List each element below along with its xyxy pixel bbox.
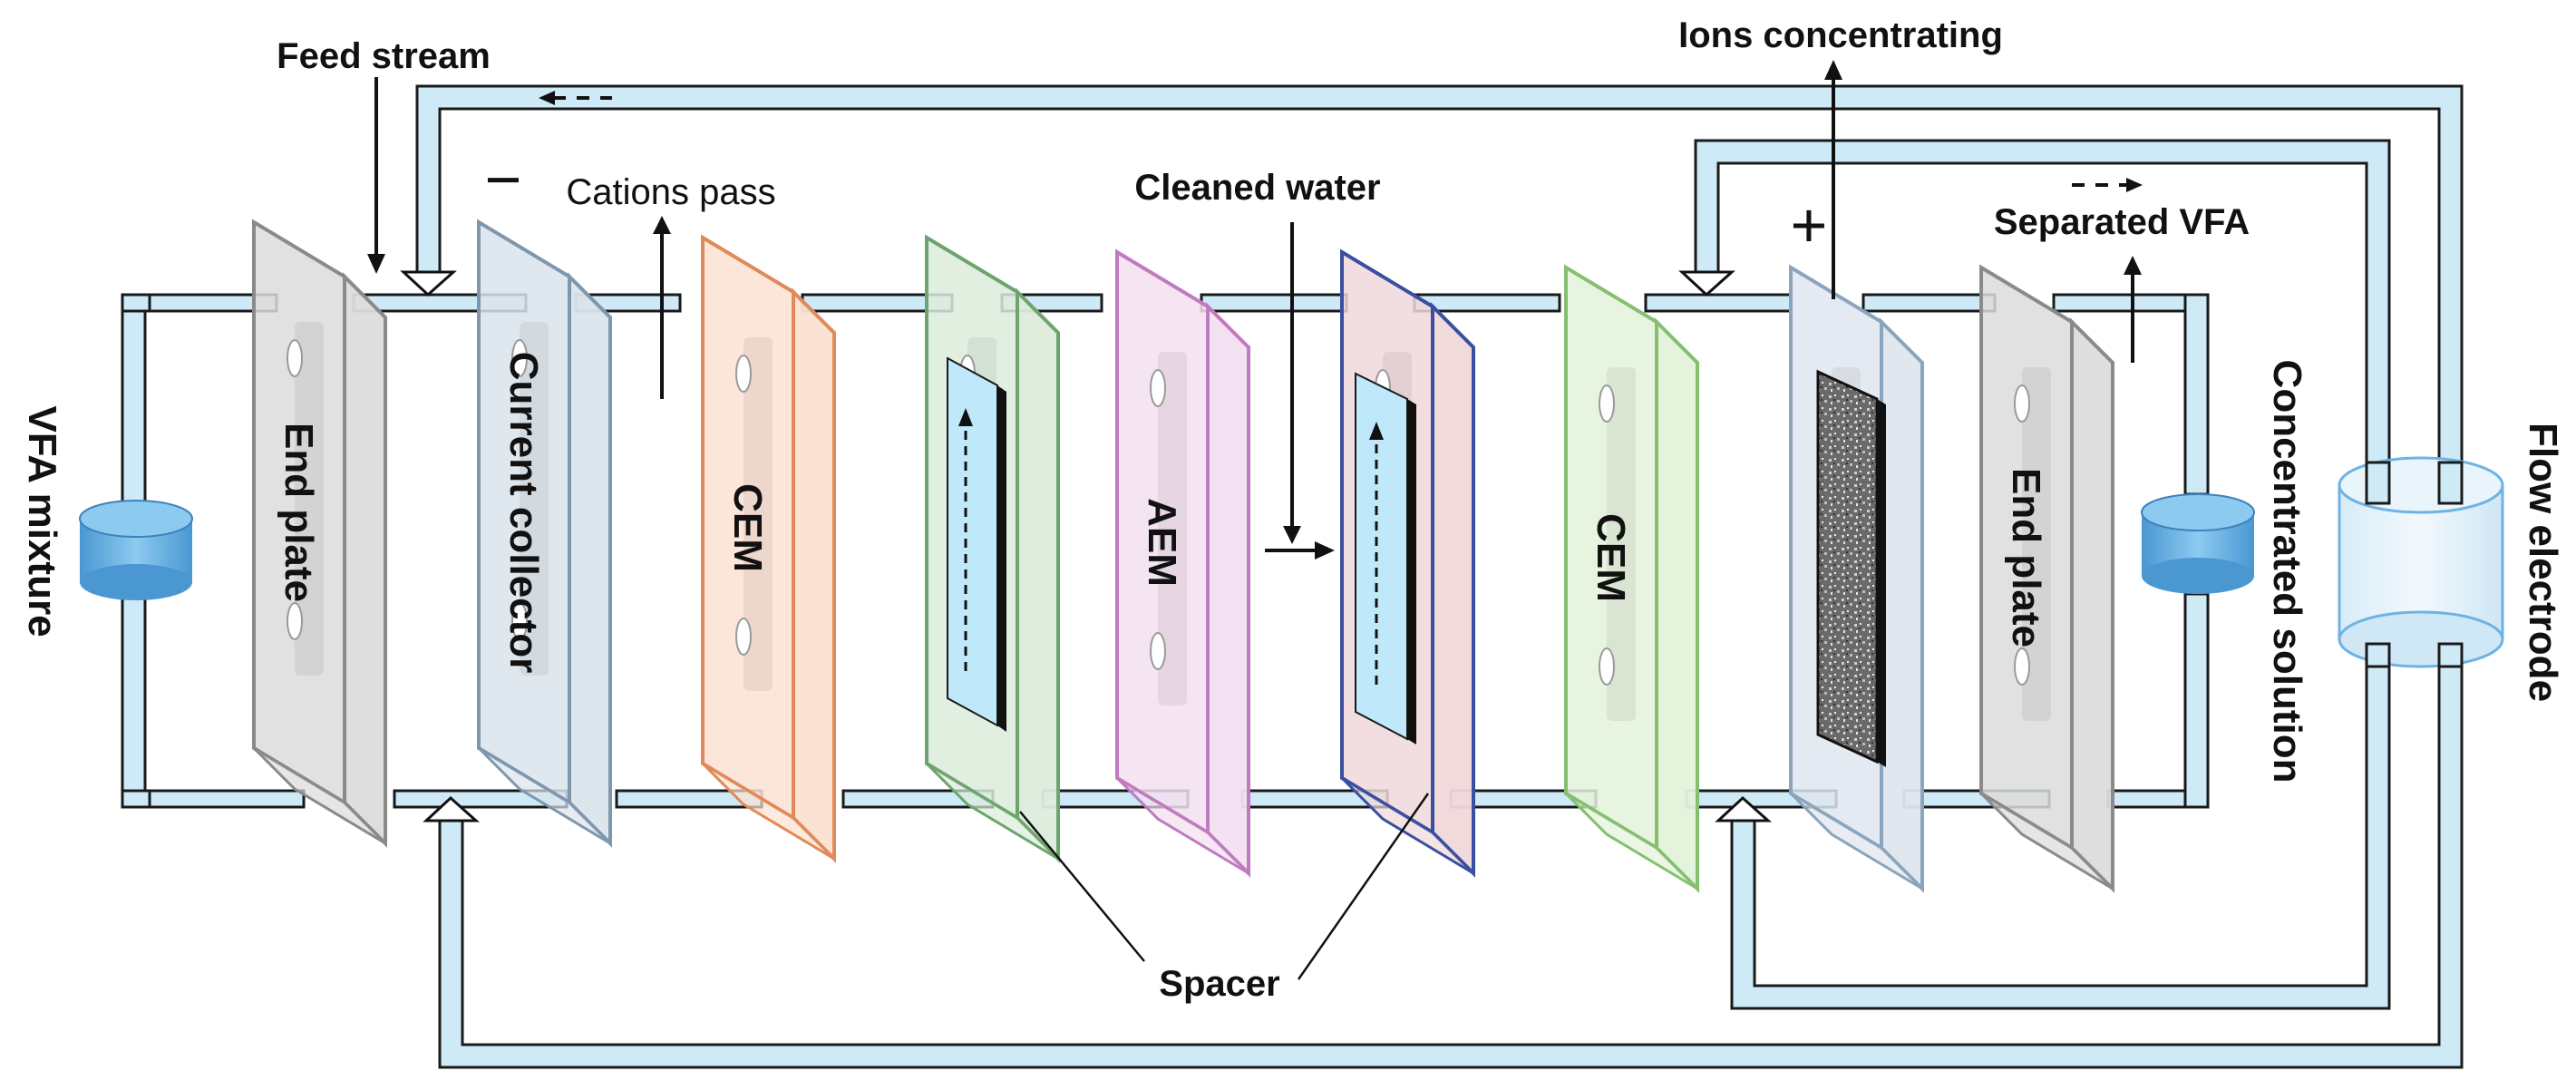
port-hole <box>2014 384 2030 423</box>
spacer-label: Spacer <box>1159 964 1279 1004</box>
feed-stream-arrow <box>367 77 385 274</box>
plate-label: End plate <box>277 423 321 602</box>
ions-concentrating-label: Ions concentrating <box>1678 15 2003 55</box>
port-hole <box>735 355 752 393</box>
loop-arrow-down-left <box>400 270 457 297</box>
port-hole <box>511 339 528 377</box>
vfa-mixture-loop <box>121 293 151 809</box>
plate-7: CEM <box>1564 264 1699 893</box>
loop-arrow-up-right <box>1715 795 1772 822</box>
port-hole <box>1599 647 1615 686</box>
cleaned-water-arrow <box>1265 222 1335 560</box>
cleaned-water-label: Cleaned water <box>1134 168 1380 208</box>
separated-vfa-arrow <box>2072 178 2143 363</box>
plate-label: AEM <box>1140 498 1184 587</box>
vfa-mixture-label: VFA mixture <box>20 405 64 637</box>
plate-label: CEM <box>725 483 770 572</box>
plate-2: Current collector <box>477 219 612 848</box>
port-hole <box>1150 369 1166 407</box>
port-hole <box>511 602 528 640</box>
plate-label: Current collector <box>501 352 546 674</box>
plate-label: CEM <box>1589 513 1633 602</box>
feed-stream-label: Feed stream <box>277 36 491 76</box>
port-hole <box>1150 632 1166 670</box>
port-hole <box>2014 647 2030 686</box>
vfa-mixture-reservoir <box>79 500 193 600</box>
port-hole <box>287 602 303 640</box>
loop-arrow-up-left <box>423 795 480 822</box>
cations-pass-arrow <box>653 216 671 399</box>
plate-5: AEM <box>1115 248 1250 878</box>
concentrated-solution-reservoir <box>2141 493 2255 594</box>
concentrated-solution-loop <box>2183 293 2210 809</box>
separated-vfa-label: Separated VFA <box>1994 202 2250 242</box>
flow-electrode-reservoir <box>2338 456 2504 668</box>
port-hole <box>287 339 303 377</box>
concentrated-solution-label: Concentrated solution <box>2265 360 2309 783</box>
spacer-pointer-lines <box>1019 793 1430 980</box>
minus-sign: − <box>485 144 522 215</box>
flow-electrode-label: Flow electrode <box>2521 423 2565 702</box>
plate-1: End plate <box>252 219 387 848</box>
spacer-channel-1 <box>947 356 1006 732</box>
port-hole <box>1599 384 1615 423</box>
plate-3: CEM <box>701 234 836 863</box>
port-hole <box>735 618 752 656</box>
loop-arrow-down-right <box>1678 270 1735 297</box>
cations-direction-arrow <box>539 91 612 105</box>
plate-label: End plate <box>2004 468 2048 647</box>
plate-9: End plate <box>1979 264 2114 893</box>
flow-electrode-sheet <box>1816 369 1886 767</box>
plus-sign: + <box>1791 190 1828 260</box>
cations-pass-label: Cations pass <box>566 172 775 212</box>
spacer-channel-2 <box>1355 372 1416 745</box>
ions-concentrating-arrow <box>1824 60 1842 299</box>
